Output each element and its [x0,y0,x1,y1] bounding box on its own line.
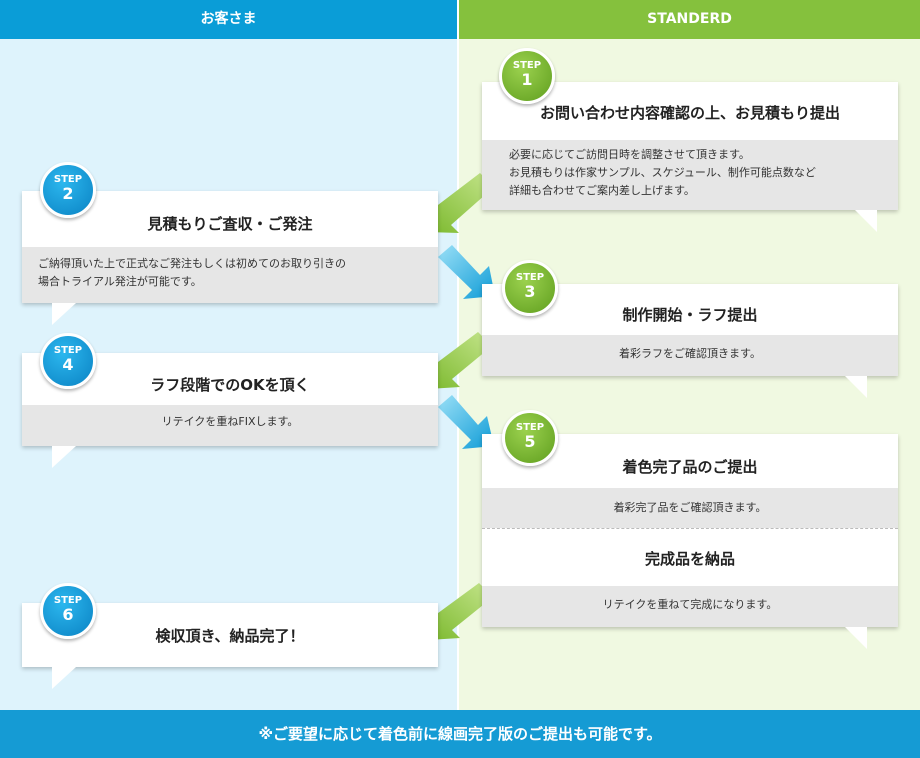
step4-description: リテイクを重ねFIXします。 [22,405,438,446]
step5-description: 着彩完了品をご確認頂きます。 [482,488,898,528]
step5-delivery-title: 完成品を納品 [644,550,735,568]
step4-card: ラフ段階でのOKを頂く リテイクを重ねFIXします。 [22,353,438,446]
step3-title: 制作開始・ラフ提出 [622,306,758,324]
step6-title: 検収頂き、納品完了！ [155,627,305,645]
step3-tail [845,376,867,398]
step5-tail [845,627,867,649]
step2-description: ご納得頂いた上で正式なご発注もしくは初めてのお取り引きの 場合トライアル発注が可… [22,247,438,303]
step1-description: 必要に応じてご訪問日時を調整させて頂きます。 お見積もりは作家サンプル、スケジュ… [482,140,898,210]
step2-tail [52,303,76,325]
step3-description: 着彩ラフをご確認頂きます。 [482,335,898,376]
step1-title: お問い合わせ内容確認の上、お見積もり提出 [539,104,840,122]
step5-card: 着色完了品のご提出 着彩完了品をご確認頂きます。 完成品を納品 リテイクを重ねて… [482,434,898,627]
step1-tail [855,210,877,232]
step2-card: 見積もりご査収・ご発注 ご納得頂いた上で正式なご発注もしくは初めてのお取り引きの… [22,191,438,303]
arrow-step5-to-step6 [426,583,493,640]
step4-tail [52,446,76,468]
arrow-step4-to-step5 [438,395,494,449]
step2-title: 見積もりご査収・ご発注 [147,215,313,233]
standerd-header: STANDERD [459,0,920,39]
step6-tail [52,667,76,689]
step1-card: お問い合わせ内容確認の上、お見積もり提出 必要に応じてご訪問日時を調整させて頂き… [482,82,898,210]
step1-line: 詳細も合わせてご案内差し上げます。 [509,184,695,197]
arrow-step3-to-step4 [426,332,492,389]
footer-note: ※ご要望に応じて着色前に線画完了版のご提出も可能です。 [0,710,920,758]
arrow-step1-to-step2 [426,173,494,233]
step5-delivery-description: リテイクを重ねて完成になります。 [482,586,898,627]
arrow-step2-to-step3 [438,245,495,299]
step2-line: 場合トライアル発注が可能です。 [38,275,202,288]
step4-title: ラフ段階でのOKを頂く [150,376,310,394]
step2-line: ご納得頂いた上で正式なご発注もしくは初めてのお取り引きの [38,257,346,270]
step5-divider [482,528,898,529]
step1-line: お見積もりは作家サンプル、スケジュール、制作可能点数など [509,166,816,179]
step1-line: 必要に応じてご訪問日時を調整させて頂きます。 [509,148,750,161]
step5-title: 着色完了品のご提出 [622,458,758,476]
customer-header: お客さま [0,0,457,39]
